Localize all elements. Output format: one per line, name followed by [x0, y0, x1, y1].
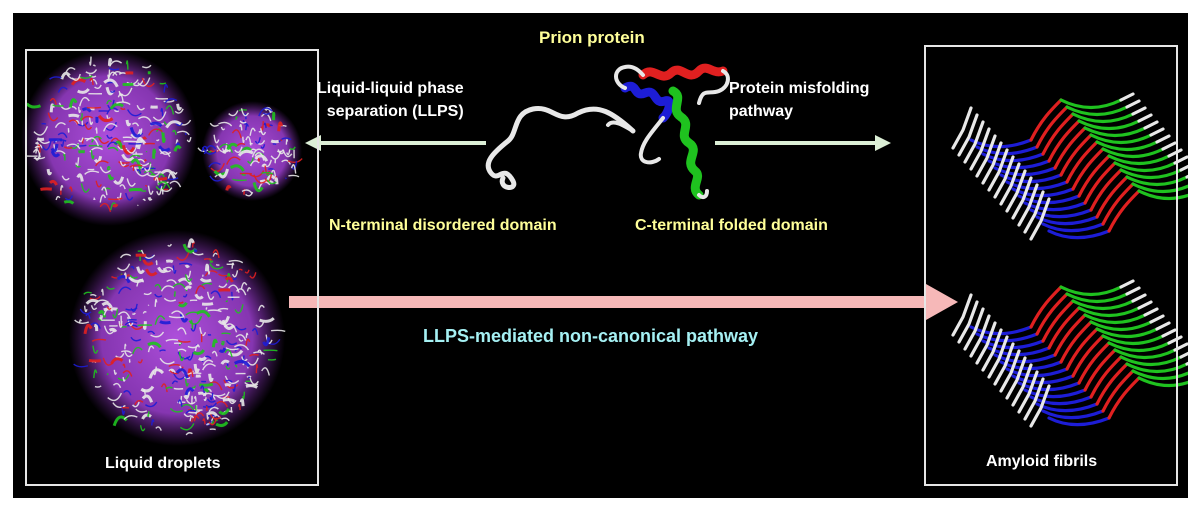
amyloid-fibrils-label: Amyloid fibrils — [986, 453, 1098, 470]
figure-graphics — [21, 50, 1188, 446]
misfolding-label: Protein misfolding pathway — [729, 77, 869, 123]
figure-canvas: Prion protein Liquid-liquid phase separa… — [13, 13, 1188, 498]
liquid-droplets-label: Liquid droplets — [105, 455, 221, 472]
misfolding-arrow — [715, 135, 891, 151]
noncanonical-pathway-label: LLPS-mediated non-canonical pathway — [423, 326, 759, 346]
amyloid-fibrils-panel — [924, 45, 1178, 486]
llps-label-line2: separation (LLPS) — [326, 103, 464, 120]
misfolding-label-line2: pathway — [729, 103, 794, 120]
figure-title: Prion protein — [539, 28, 645, 47]
liquid-droplets-panel — [25, 49, 319, 486]
noncanonical-arrow — [289, 284, 958, 320]
llps-label-line1: Liquid-liquid phase — [317, 80, 464, 97]
amyloid-fibril-bottom — [951, 279, 1188, 428]
misfolding-label-line1: Protein misfolding — [729, 80, 870, 97]
prion-protein-structure — [485, 63, 730, 200]
amyloid-fibril-top — [951, 92, 1188, 241]
llps-label: Liquid-liquid phase separation (LLPS) — [317, 77, 464, 123]
droplet-large-top — [21, 50, 197, 226]
c-terminal-label: C-terminal folded domain — [635, 217, 828, 234]
llps-arrow — [305, 135, 486, 151]
droplet-small-top — [197, 101, 303, 201]
n-terminal-label: N-terminal disordered domain — [329, 217, 557, 234]
droplet-large-bottom — [69, 230, 286, 446]
